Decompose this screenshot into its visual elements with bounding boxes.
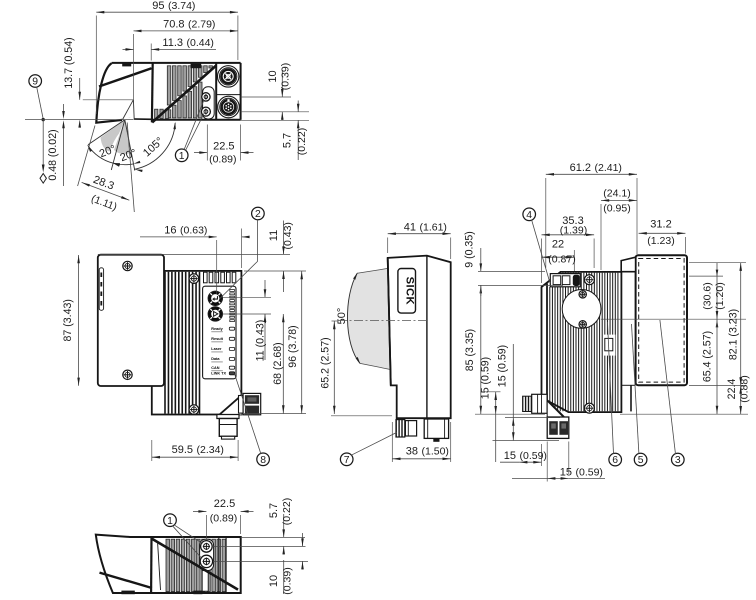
svg-text:(0.22): (0.22) (281, 498, 293, 525)
svg-text:Laser: Laser (211, 347, 222, 351)
svg-text:(0.43): (0.43) (282, 222, 294, 249)
svg-text:41: 41 (404, 221, 416, 233)
svg-text:LINK TX: LINK TX (211, 372, 226, 376)
svg-text:(0.59): (0.59) (520, 450, 547, 462)
svg-text:31.2: 31.2 (650, 219, 671, 231)
svg-text:59.5: 59.5 (172, 444, 193, 456)
svg-text:1: 1 (179, 151, 185, 162)
svg-text:15 (0.59): 15 (0.59) (480, 357, 492, 399)
svg-text:15 (0.59): 15 (0.59) (497, 345, 509, 387)
svg-text:(0.89): (0.89) (209, 154, 236, 166)
svg-text:22.4: 22.4 (726, 379, 738, 400)
svg-text:11.3: 11.3 (162, 37, 183, 49)
svg-text:2: 2 (255, 209, 261, 220)
svg-text:5.7: 5.7 (268, 503, 280, 518)
svg-text:65.4 (2.57): 65.4 (2.57) (701, 331, 713, 382)
svg-text:11 (0.43): 11 (0.43) (254, 320, 266, 362)
svg-text:(2.41): (2.41) (595, 162, 622, 174)
svg-text:(0.63): (0.63) (180, 224, 207, 236)
svg-text:(1.39): (1.39) (560, 225, 587, 237)
svg-text:(30.6): (30.6) (701, 282, 713, 309)
svg-text:(0.88): (0.88) (738, 375, 750, 402)
svg-text:10: 10 (267, 70, 279, 82)
svg-text:82.1 (3.23): 82.1 (3.23) (728, 309, 740, 360)
svg-text:22.5: 22.5 (213, 140, 234, 152)
svg-text:15: 15 (504, 450, 516, 462)
svg-text:SICK: SICK (404, 277, 416, 305)
svg-text:Data: Data (211, 357, 220, 361)
svg-text:(3.74): (3.74) (168, 0, 195, 12)
svg-text:70.8: 70.8 (163, 19, 184, 31)
svg-text:0.48 (0.02): 0.48 (0.02) (47, 129, 59, 180)
svg-text:1: 1 (167, 516, 173, 527)
svg-text:8: 8 (260, 455, 266, 466)
svg-text:6: 6 (612, 455, 618, 466)
svg-text:(0.59): (0.59) (576, 466, 603, 478)
svg-text:85 (3.35): 85 (3.35) (464, 329, 476, 371)
svg-text:3: 3 (675, 455, 681, 466)
svg-text:(0.95): (0.95) (603, 203, 630, 215)
svg-text:50°: 50° (336, 308, 348, 325)
svg-text:(0.87): (0.87) (548, 253, 575, 265)
svg-text:9: 9 (32, 77, 38, 88)
svg-text:20°: 20° (119, 147, 139, 164)
svg-text:22.5: 22.5 (214, 498, 235, 510)
svg-text:(1.61): (1.61) (420, 221, 447, 233)
svg-text:(2.79): (2.79) (188, 19, 215, 31)
svg-text:7: 7 (344, 455, 350, 466)
svg-text:(0.89): (0.89) (210, 513, 237, 525)
svg-text:13.7 (0.54): 13.7 (0.54) (63, 37, 75, 88)
svg-text:61.2: 61.2 (570, 162, 591, 174)
svg-text:10: 10 (268, 575, 280, 587)
svg-text:CAN: CAN (211, 366, 219, 370)
svg-text:38: 38 (406, 446, 418, 458)
svg-text:11: 11 (268, 230, 280, 241)
svg-text:5.7: 5.7 (281, 133, 293, 148)
svg-text:4: 4 (526, 210, 532, 221)
svg-text:68 (2.68): 68 (2.68) (272, 342, 284, 384)
svg-text:(1.23): (1.23) (647, 235, 674, 247)
svg-text:96 (3.78): 96 (3.78) (287, 325, 299, 367)
svg-text:(1.20): (1.20) (714, 282, 726, 309)
svg-text:9 (0.35): 9 (0.35) (464, 231, 476, 268)
svg-text:(1.50): (1.50) (422, 446, 449, 458)
svg-text:(0.22): (0.22) (296, 128, 308, 155)
svg-text:95: 95 (152, 0, 164, 12)
svg-text:(0.39): (0.39) (281, 567, 293, 594)
svg-text:15: 15 (560, 466, 572, 478)
svg-text:Ready: Ready (211, 327, 223, 331)
svg-text:16: 16 (164, 224, 176, 236)
svg-text:(2.34): (2.34) (197, 444, 224, 456)
svg-text:(24.1): (24.1) (603, 188, 630, 200)
svg-text:65.2 (2.57): 65.2 (2.57) (320, 337, 332, 388)
svg-text:87 (3.43): 87 (3.43) (62, 299, 74, 341)
svg-text:22: 22 (552, 239, 564, 251)
svg-text:20°: 20° (98, 143, 118, 160)
svg-text:35.3: 35.3 (562, 215, 583, 227)
svg-text:5: 5 (638, 455, 644, 466)
svg-text:(0.44): (0.44) (187, 37, 214, 49)
svg-text:Result: Result (211, 337, 223, 341)
svg-text:(0.39): (0.39) (280, 63, 292, 90)
